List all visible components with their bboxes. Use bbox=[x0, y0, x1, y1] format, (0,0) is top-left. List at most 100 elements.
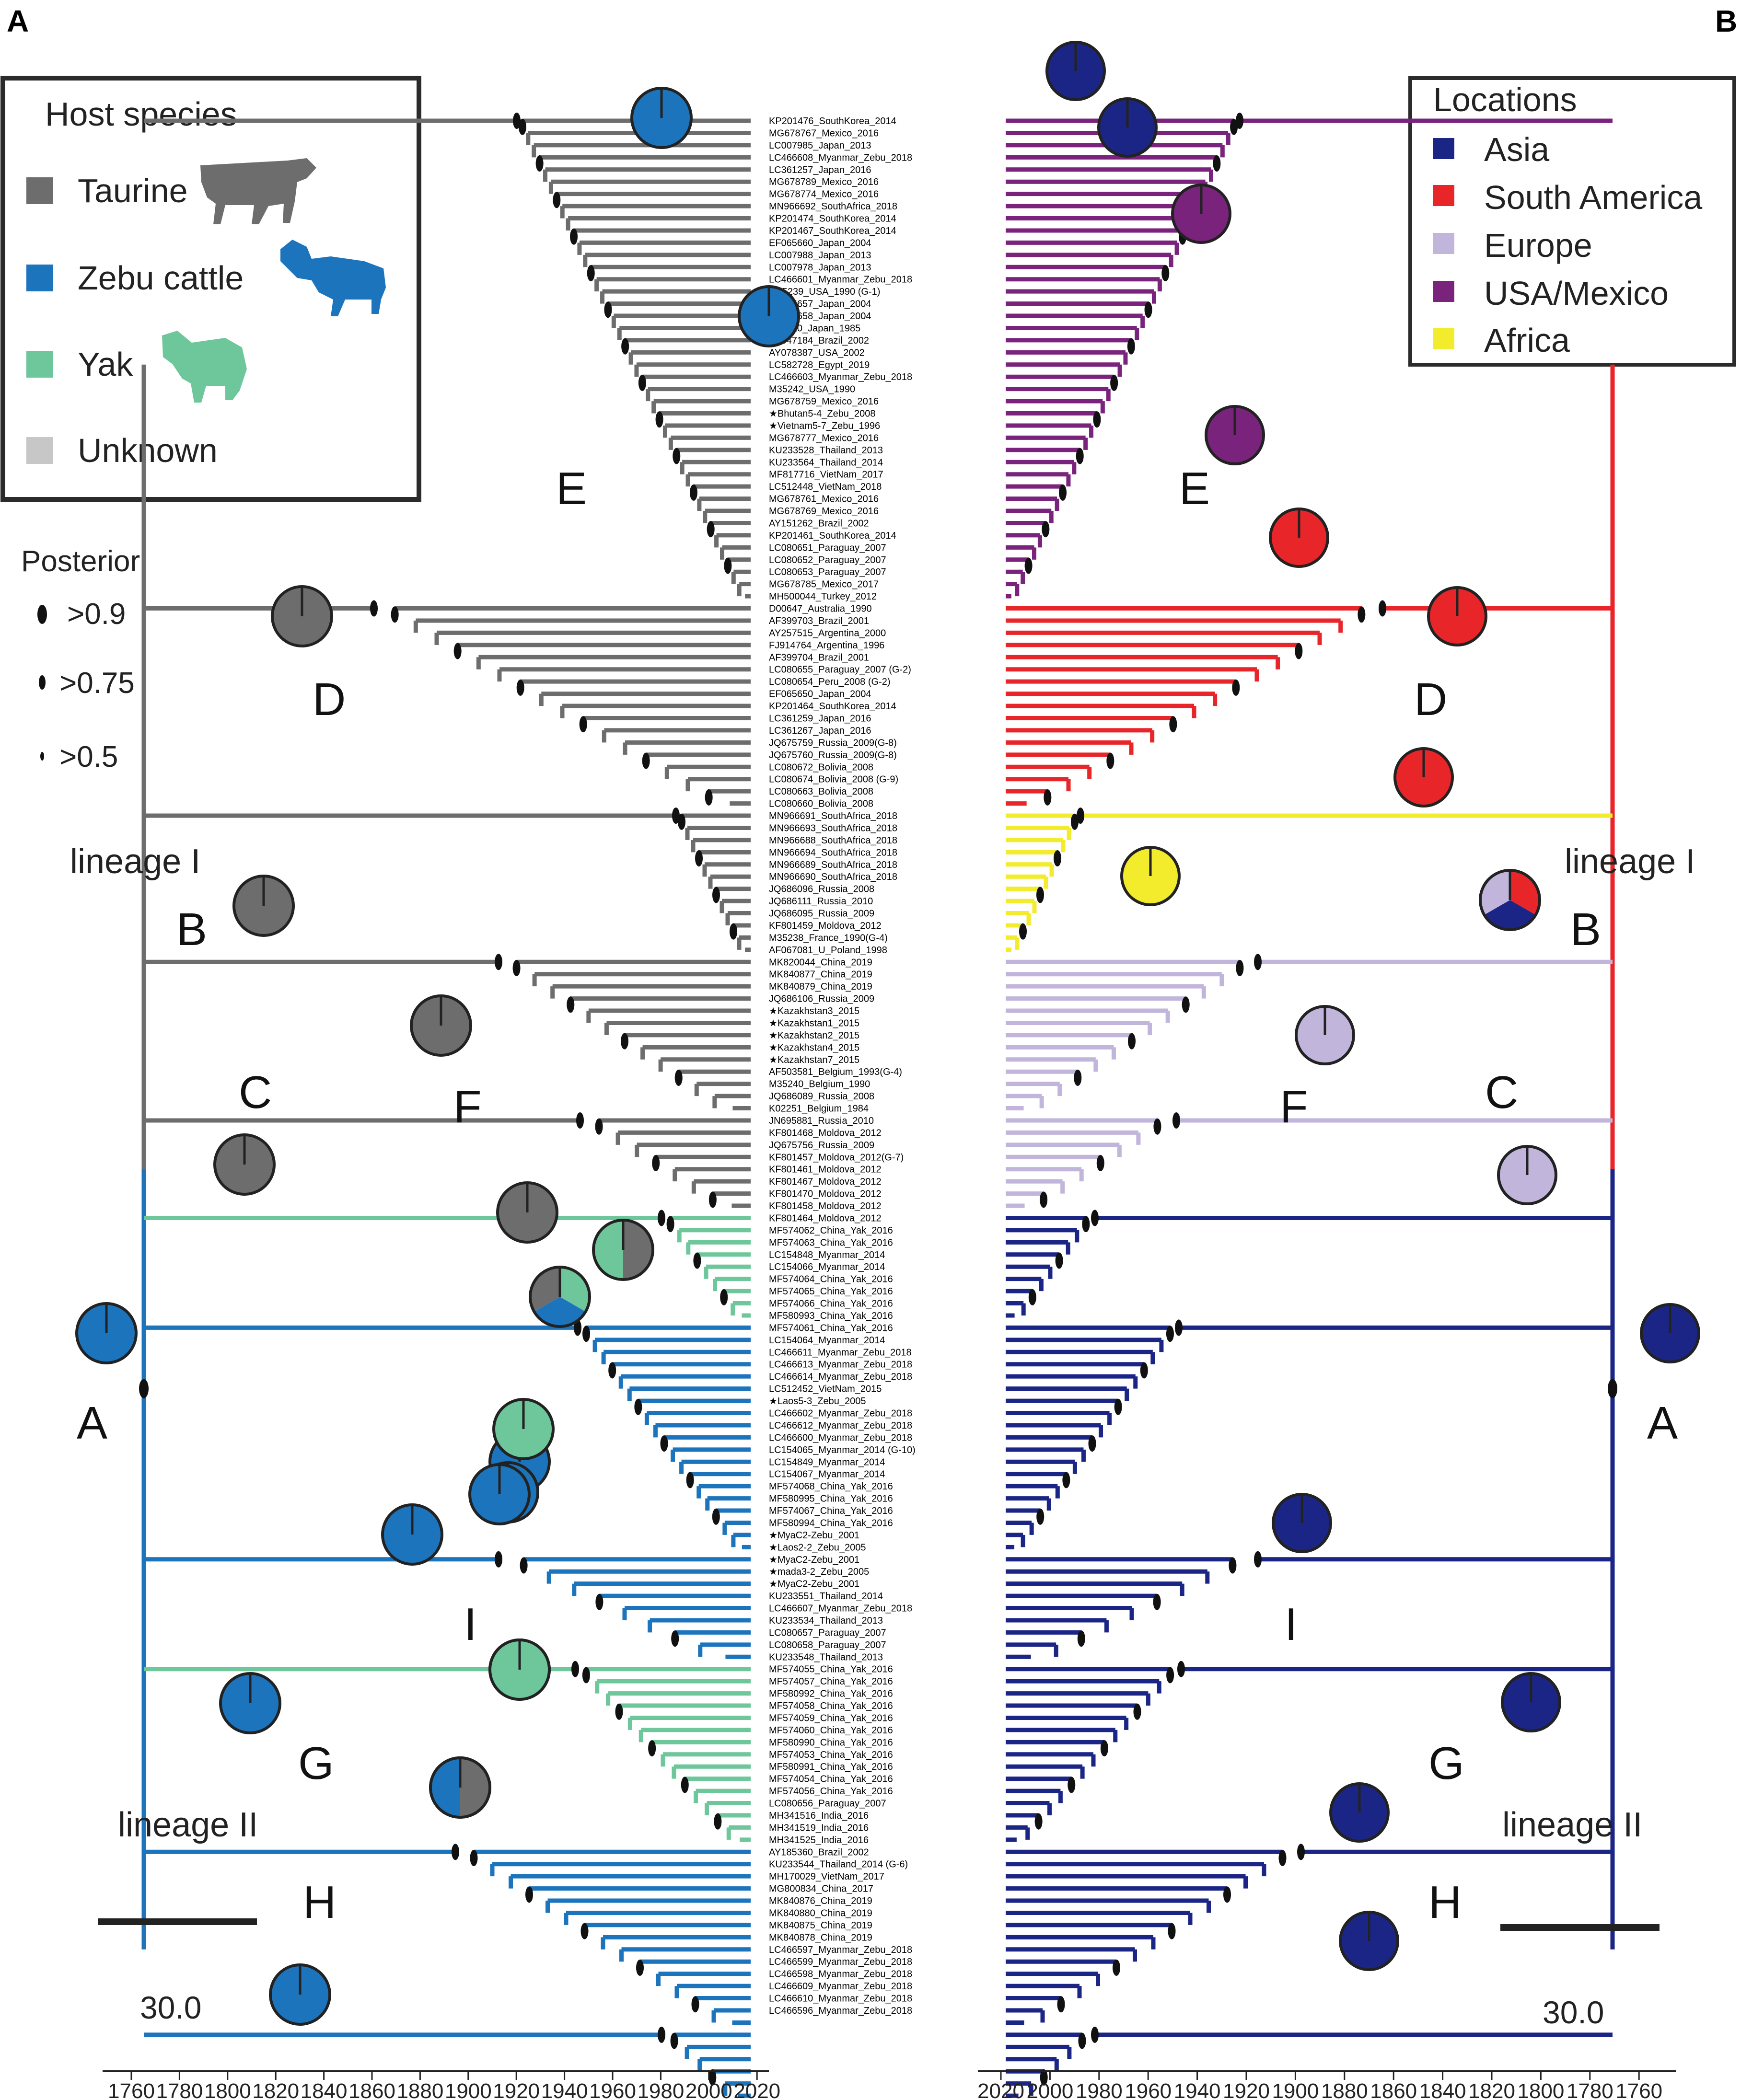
taxon-label: KP201476_SouthKorea_2014 bbox=[769, 116, 896, 127]
taxon-label: KP201467_SouthKorea_2014 bbox=[769, 226, 896, 236]
state-pie bbox=[1501, 1672, 1561, 1732]
africa-swatch bbox=[1433, 328, 1454, 349]
taxon-label: LC080660_Bolivia_2008 bbox=[769, 799, 873, 809]
taxon-label: MF574059_China_Yak_2016 bbox=[769, 1713, 893, 1724]
axis-tick-label: 1820 bbox=[252, 2079, 299, 2100]
taxon-label: ★Kazakhstan2_2015 bbox=[769, 1030, 859, 1041]
taxon-label: LC466600_Myanmar_Zebu_2018 bbox=[769, 1432, 912, 1443]
state-pie bbox=[529, 1266, 591, 1328]
taxon-label: MF574053_China_Yak_2016 bbox=[769, 1750, 893, 1760]
axis-tick-label: 1860 bbox=[1370, 2079, 1417, 2100]
taxon-label: LC080652_Paraguay_2007 bbox=[769, 555, 886, 565]
taxon-label: AF547184_Brazil_2002 bbox=[769, 335, 869, 346]
taxon-label: LC466602_Myanmar_Zebu_2018 bbox=[769, 1408, 912, 1419]
taxon-label: MN966689_SouthAfrica_2018 bbox=[769, 860, 897, 870]
state-pie bbox=[738, 285, 800, 347]
axis-tick-label: 1840 bbox=[301, 2079, 348, 2100]
taxon-label: LC154064_Myanmar_2014 bbox=[769, 1335, 885, 1346]
taxon-label: LC466614_Myanmar_Zebu_2018 bbox=[769, 1372, 912, 1382]
taxon-label: MK840879_China_2019 bbox=[769, 981, 872, 992]
posterior-marker-medium bbox=[39, 675, 46, 690]
taxon-label: LC466611_Myanmar_Zebu_2018 bbox=[769, 1347, 912, 1358]
taxon-label: ★MyaC2-Zebu_2001 bbox=[769, 1555, 859, 1565]
taxon-label: LC154065_Myanmar_2014 (G-10) bbox=[769, 1445, 916, 1455]
taxon-label: LC466601_Myanmar_Zebu_2018 bbox=[769, 275, 912, 285]
taxon-label: KP201464_SouthKorea_2014 bbox=[769, 701, 896, 712]
unknown-swatch bbox=[26, 437, 53, 464]
panel-letter-a: A bbox=[7, 4, 29, 38]
taxon-label: LC466599_Myanmar_Zebu_2018 bbox=[769, 1957, 912, 1967]
axis-tick-label: 1940 bbox=[1174, 2079, 1221, 2100]
taxon-label: KU233544_Thailand_2014 (G-6) bbox=[769, 1859, 908, 1870]
taxon-label: MH170029_VietNam_2017 bbox=[769, 1871, 884, 1882]
axis-tick-label: 1880 bbox=[396, 2079, 443, 2100]
taxon-label: KF801467_Moldova_2012 bbox=[769, 1177, 882, 1187]
taxon-label: JQ686095_Russia_2009 bbox=[769, 909, 874, 919]
axis-tick-label: 1980 bbox=[1076, 2079, 1123, 2100]
state-pie bbox=[1045, 41, 1106, 101]
taxon-label: AF503581_Belgium_1993(G-4) bbox=[769, 1067, 902, 1077]
host-legend-title: Host species bbox=[45, 95, 237, 133]
taxon-label: KF801464_Moldova_2012 bbox=[769, 1213, 882, 1224]
taxon-label: LC466598_Myanmar_Zebu_2018 bbox=[769, 1969, 912, 1980]
location-label-europe: Europe bbox=[1484, 227, 1592, 264]
taxon-label: EF065660_Japan_2004 bbox=[769, 238, 871, 248]
state-pie bbox=[1393, 747, 1454, 808]
state-pie bbox=[468, 1463, 531, 1525]
host-label-taurine: Taurine bbox=[78, 172, 188, 209]
state-pie bbox=[1339, 1911, 1399, 1971]
axis-tick-label: 1900 bbox=[445, 2079, 492, 2100]
taxon-label: LC466612_Myanmar_Zebu_2018 bbox=[769, 1420, 912, 1431]
europe-swatch bbox=[1433, 233, 1454, 254]
axis-tick-label: 1820 bbox=[1468, 2079, 1515, 2100]
taxon-label: MH341519_India_2016 bbox=[769, 1823, 869, 1833]
taxon-label: MH341525_India_2016 bbox=[769, 1835, 869, 1846]
taurine-swatch bbox=[26, 177, 53, 204]
state-pie bbox=[1427, 586, 1487, 646]
taxon-label: MG678777_Mexico_2016 bbox=[769, 433, 879, 443]
taxon-label: LC080672_Bolivia_2008 bbox=[769, 762, 873, 773]
posterior-label-09: >0.9 bbox=[67, 598, 126, 631]
state-pie bbox=[496, 1181, 558, 1244]
yak-icon bbox=[162, 331, 247, 403]
axis-tick-label: 1980 bbox=[637, 2079, 684, 2100]
taxon-label: AF399704_Brazil_2001 bbox=[769, 652, 869, 663]
taxon-label: LC080657_Paraguay_2007 bbox=[769, 1627, 886, 1638]
taxon-label: LC154848_Myanmar_2014 bbox=[769, 1250, 885, 1260]
state-pie bbox=[1295, 1005, 1355, 1065]
state-pie bbox=[592, 1219, 654, 1281]
clade-label-e-left: E bbox=[556, 463, 587, 514]
taxon-label: MK840876_China_2019 bbox=[769, 1896, 872, 1906]
taxon-label: MF580992_China_Yak_2016 bbox=[769, 1689, 893, 1699]
lineage-ii-right: lineage II bbox=[1502, 1806, 1642, 1844]
taxon-label: ★Kazakhstan4_2015 bbox=[769, 1042, 859, 1053]
taxon-label: KU233534_Thailand_2013 bbox=[769, 1615, 883, 1626]
taxon-label: MF574068_China_Yak_2016 bbox=[769, 1481, 893, 1492]
clade-label-f-left: F bbox=[453, 1081, 482, 1132]
taxon-label: AY257515_Argentina_2000 bbox=[769, 628, 886, 638]
axis-tick-label: 1840 bbox=[1419, 2079, 1466, 2100]
axis-tick-label: 1800 bbox=[204, 2079, 251, 2100]
taxon-label: LC466607_Myanmar_Zebu_2018 bbox=[769, 1604, 912, 1614]
state-pie bbox=[1272, 1493, 1332, 1553]
taxon-label: AY151262_Brazil_2002 bbox=[769, 519, 869, 529]
axis-tick-label: 2000 bbox=[685, 2079, 732, 2100]
posterior-legend: Posterior >0.9 >0.75 >0.5 bbox=[21, 545, 140, 773]
ancestral-state-pies bbox=[75, 41, 1700, 2026]
taxon-label: MG678785_Mexico_2017 bbox=[769, 579, 879, 590]
taxon-label: KF801470_Moldova_2012 bbox=[769, 1189, 882, 1200]
south-america-swatch bbox=[1433, 185, 1454, 206]
taxon-label: AF067081_U_Poland_1998 bbox=[769, 945, 887, 956]
taxon-label: MK840880_China_2019 bbox=[769, 1908, 872, 1919]
clade-label-c-right: C bbox=[1485, 1067, 1518, 1118]
axis-tick-label: 1960 bbox=[589, 2079, 636, 2100]
axis-tick-label: 1920 bbox=[493, 2079, 540, 2100]
taxon-label: LC080654_Peru_2008 (G-2) bbox=[769, 677, 891, 687]
taxon-label: LC080658_Paraguay_2007 bbox=[769, 1640, 886, 1650]
lineage-ii-left: lineage II bbox=[118, 1806, 258, 1844]
clade-label-b-left: B bbox=[176, 904, 207, 955]
taxon-label: JQ686096_Russia_2008 bbox=[769, 884, 874, 895]
